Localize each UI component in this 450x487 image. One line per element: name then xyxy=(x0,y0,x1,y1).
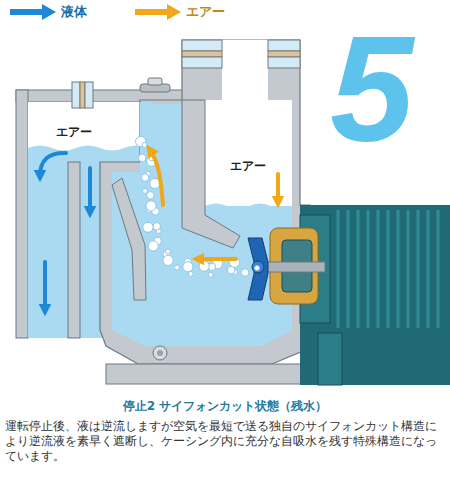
air-arrows xyxy=(150,150,163,205)
motor-unit xyxy=(338,210,438,328)
air-bubble xyxy=(146,201,156,211)
pump-base xyxy=(300,333,450,385)
motor-unit xyxy=(248,238,268,300)
legend-arrow xyxy=(135,4,181,20)
motor-unit xyxy=(377,210,380,328)
air-arrows xyxy=(276,174,280,202)
legend-arrow xyxy=(10,4,56,20)
discharge-pipe xyxy=(80,158,102,338)
air-bubble xyxy=(255,266,260,271)
air-bubble xyxy=(199,261,209,271)
liquid-arrows xyxy=(43,262,47,310)
discharge-pipe xyxy=(28,102,150,150)
air-bubble xyxy=(153,223,161,231)
motor-unit xyxy=(252,261,264,273)
air-bubble xyxy=(148,241,158,251)
motor-unit xyxy=(387,210,390,328)
air-bubbles xyxy=(136,136,260,277)
air-bubble xyxy=(138,154,146,162)
pump-casing xyxy=(222,40,268,104)
motor-unit xyxy=(437,210,440,328)
air-bubble xyxy=(227,266,235,274)
motor-unit xyxy=(337,210,340,328)
air-bubble xyxy=(142,142,147,147)
air-bubble xyxy=(183,262,193,272)
motor-unit xyxy=(367,210,370,328)
motor-unit xyxy=(248,205,450,333)
pump-casing xyxy=(268,57,300,68)
discharge-pipe xyxy=(80,82,85,108)
discharge-pipe xyxy=(72,82,80,108)
motor-unit xyxy=(427,210,430,328)
pump-casing xyxy=(100,40,310,364)
legend-label: 液体 xyxy=(61,3,87,21)
motor-unit xyxy=(417,210,420,328)
liquid-arrows xyxy=(40,153,90,310)
air-bubble xyxy=(143,188,148,193)
pump-casing xyxy=(182,57,222,68)
air-bubble xyxy=(163,255,173,265)
motor-unit xyxy=(357,210,360,328)
figure-number: 5 xyxy=(330,14,413,164)
liquid-arrows xyxy=(40,153,66,176)
pump-casing xyxy=(268,40,300,51)
pump-base xyxy=(318,333,342,385)
motor-unit xyxy=(397,210,400,328)
pump-casing xyxy=(182,100,240,248)
figure-caption: 運転停止後、液は逆流しますが空気を最短で送る独自のサイフォンカット構造により逆流… xyxy=(5,419,445,464)
legend-arrow xyxy=(135,4,181,20)
discharge-pipe xyxy=(28,158,68,338)
legend-item: エアー xyxy=(135,3,225,21)
pump-base xyxy=(106,333,450,385)
discharge-pipe xyxy=(85,82,93,108)
pump-casing xyxy=(153,346,167,360)
air-bubble xyxy=(143,222,153,232)
pump-casing xyxy=(112,178,146,300)
air-label: エアー xyxy=(56,126,92,138)
motor-unit xyxy=(407,210,410,328)
figure-title: 停止2 サイフォンカット状態（残水） xyxy=(0,397,450,415)
legend-arrow xyxy=(10,4,56,20)
legend-label: エアー xyxy=(186,3,225,21)
liquid-arrows xyxy=(88,168,92,212)
pump-casing xyxy=(205,204,292,213)
air-bubble xyxy=(175,265,180,270)
discharge-pipe xyxy=(68,162,80,338)
pump-casing xyxy=(157,350,163,356)
air-bubble xyxy=(208,272,213,277)
discharge-pipe xyxy=(148,78,162,85)
pump-casing xyxy=(205,100,292,206)
air-arrows xyxy=(198,257,236,261)
pump-base xyxy=(106,364,306,384)
air-bubble xyxy=(165,249,170,254)
pump-casing xyxy=(268,51,300,57)
air-bubble xyxy=(241,269,249,277)
air-bubble xyxy=(147,192,155,200)
air-bubble xyxy=(141,174,149,182)
motor-unit xyxy=(347,210,350,328)
pump-casing xyxy=(182,51,222,57)
legend-item: 液体 xyxy=(10,3,87,21)
pump-casing xyxy=(182,40,222,51)
air-label: エアー xyxy=(230,160,266,172)
discharge-pipe xyxy=(16,90,28,338)
pump-casing xyxy=(100,40,310,364)
air-arrows xyxy=(150,150,278,259)
